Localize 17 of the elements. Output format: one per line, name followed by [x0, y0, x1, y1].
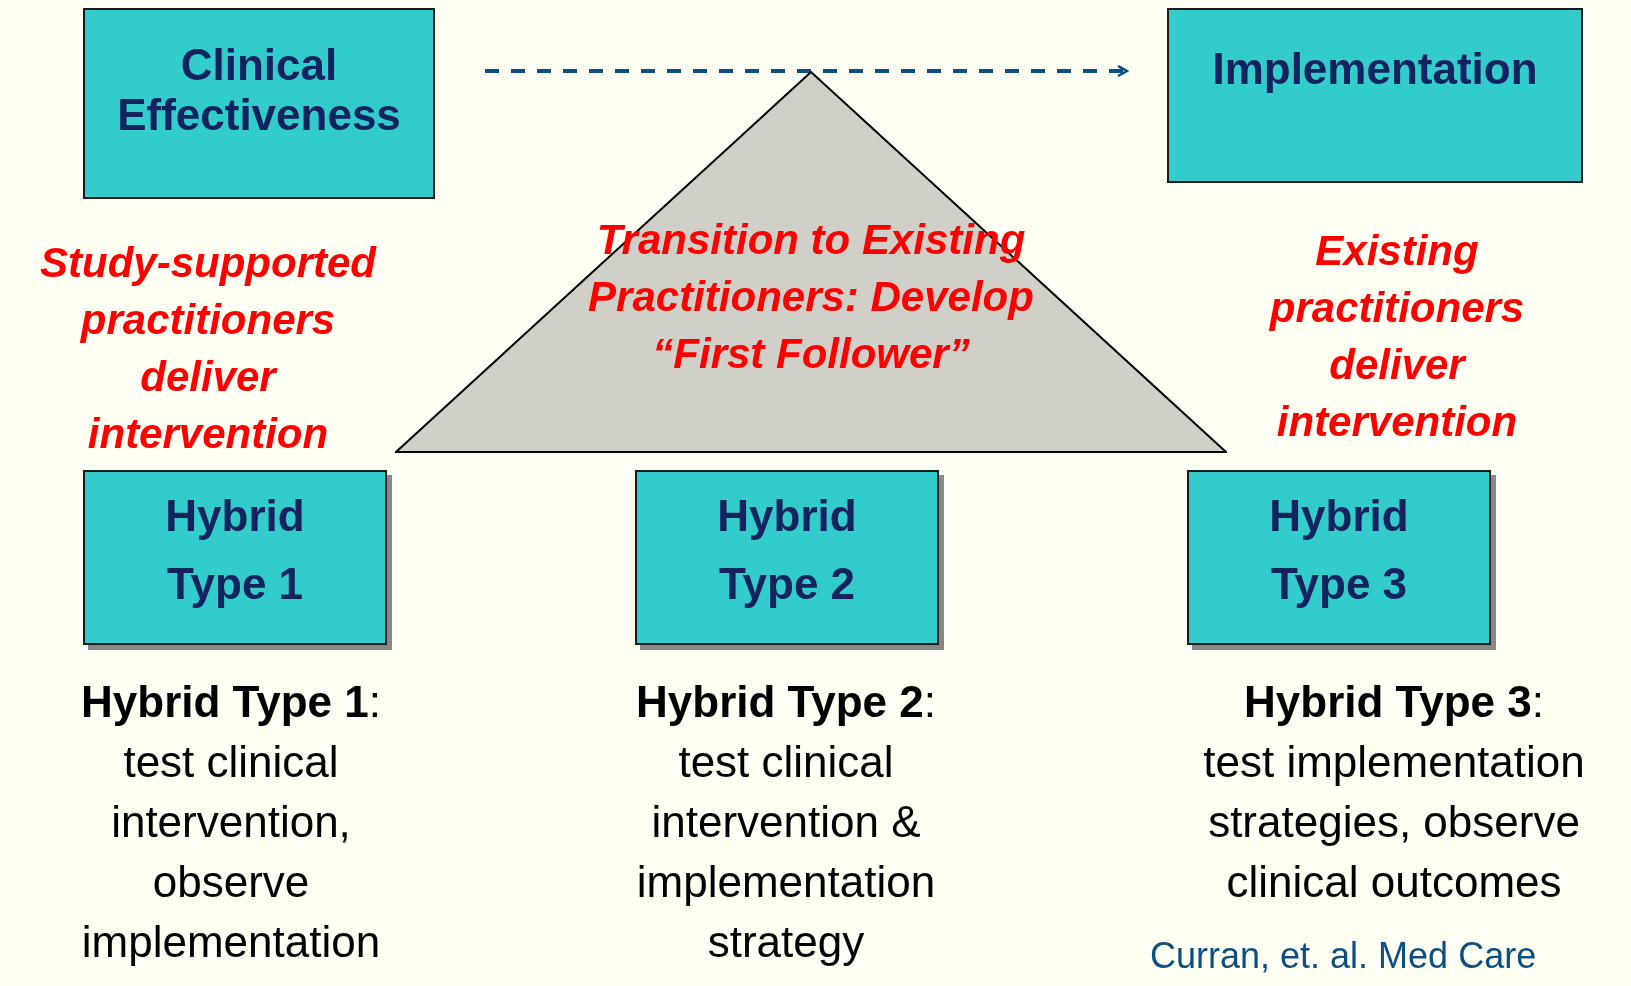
- dashed-arrow: [485, 64, 1129, 78]
- box-label: Hybrid Type 2: [716, 490, 858, 610]
- citation-text: Curran, et. al. Med Care: [1150, 935, 1538, 977]
- type-description: test implementation strategies, observe clinical outcomes: [1202, 736, 1586, 908]
- type-description: test clinical intervention, observe implementation: [80, 736, 382, 968]
- box-label: Implementation: [1211, 43, 1539, 94]
- process-box: [83, 8, 435, 199]
- type-heading: Hybrid Type 2:: [635, 676, 937, 728]
- process-box: [1167, 8, 1583, 183]
- box-label: Clinical Effectiveness: [116, 39, 402, 140]
- type-heading: Hybrid Type 3:: [1243, 676, 1545, 728]
- note-text: Existing practitioners deliver intervention: [1268, 226, 1526, 447]
- type-heading: Hybrid Type 1:: [80, 676, 382, 728]
- type-description: test clinical intervention & implementation strategy: [635, 736, 937, 968]
- note-text: Study-supported practitioners deliver intervention: [39, 238, 378, 459]
- box-label: Hybrid Type 1: [164, 490, 306, 610]
- box-label: Hybrid Type 3: [1268, 490, 1410, 610]
